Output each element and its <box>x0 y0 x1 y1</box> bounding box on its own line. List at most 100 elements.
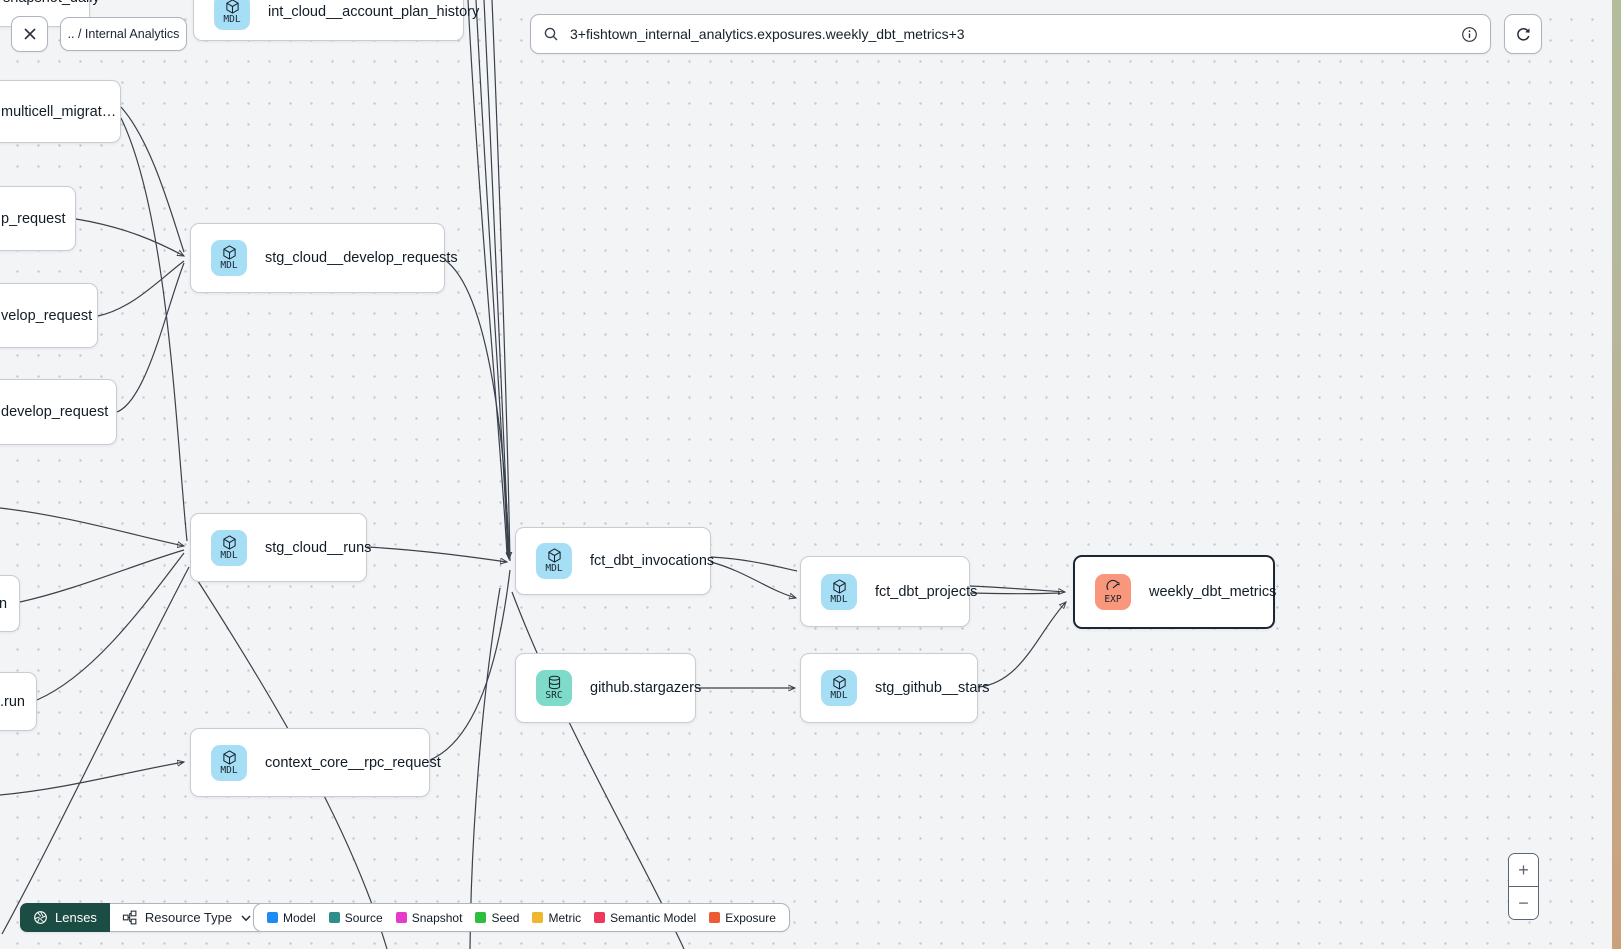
cube-icon <box>832 675 846 690</box>
zoom-divider <box>1509 886 1538 887</box>
lens-toolbar: Lenses Resource Type <box>20 903 266 932</box>
model-badge: MDL <box>211 240 247 276</box>
node-label: multicell_migrat… <box>1 103 117 120</box>
badge-label: MDL <box>830 593 848 605</box>
refresh-button[interactable] <box>1504 14 1542 54</box>
chevron-down-icon <box>241 915 251 921</box>
legend-item-exposure: Exposure <box>709 911 776 925</box>
legend-swatch <box>594 912 606 923</box>
legend-swatch <box>475 912 487 923</box>
resource-type-label: Resource Type <box>144 910 233 925</box>
exposure-badge: EXP <box>1095 574 1131 610</box>
node-label: github.stargazers <box>590 680 702 696</box>
model-badge: MDL <box>536 543 572 579</box>
screen-edge-strip <box>1612 0 1621 949</box>
legend-swatch <box>328 912 340 923</box>
cube-icon <box>225 0 239 14</box>
node-stg-cloud-develop-requests[interactable]: MDL stg_cloud__develop_requests <box>190 223 458 293</box>
node-p-request[interactable]: p_request <box>0 186 76 251</box>
legend-item-snapshot: Snapshot <box>395 910 463 925</box>
legend-swatch <box>395 912 407 923</box>
badge-label: MDL <box>545 563 563 574</box>
refresh-icon <box>1516 27 1530 41</box>
hierarchy-icon <box>122 910 137 925</box>
node-multicell-migrat[interactable]: multicell_migrat… <box>0 80 121 143</box>
node-left-n[interactable]: n <box>0 575 20 632</box>
lens-aperture-icon <box>34 911 47 924</box>
model-badge: MDL <box>211 744 247 781</box>
cube-icon <box>832 578 846 594</box>
zoom-controls: + − <box>1508 853 1539 920</box>
node-label: n <box>0 595 8 612</box>
node-label: stg_cloud__runs <box>265 539 372 556</box>
legend-item-model: Model <box>267 911 316 925</box>
info-icon[interactable] <box>1461 26 1478 43</box>
node-label: fct_dbt_invocations <box>590 553 715 569</box>
cube-icon <box>547 548 561 563</box>
minus-icon: − <box>1518 892 1529 913</box>
legend-swatch <box>532 912 544 923</box>
legend-item-source: Source <box>328 910 383 925</box>
node-velop-request[interactable]: velop_request <box>0 283 98 348</box>
legend-swatch <box>709 912 721 923</box>
node-int-cloud-account-plan-history[interactable]: MDL int_cloud__account_plan_history <box>193 0 479 41</box>
model-badge: MDL <box>821 573 857 610</box>
resource-type-legend: Model Source Snapshot Seed Metric Semant… <box>253 903 790 932</box>
plus-icon: + <box>1518 859 1529 880</box>
node-develop-request[interactable]: develop_request <box>0 379 117 445</box>
legend-item-seed: Seed <box>475 911 519 925</box>
legend-item-semantic-model: Semantic Model <box>594 911 696 925</box>
legend-label: Exposure <box>725 910 776 925</box>
model-badge: MDL <box>211 529 247 566</box>
source-badge: SRC <box>536 670 572 706</box>
badge-label: MDL <box>220 549 238 561</box>
node-stg-github-stars[interactable]: MDL stg_github__stars <box>800 653 989 723</box>
close-icon <box>23 28 36 40</box>
node-left-run[interactable]: .run <box>0 672 37 731</box>
node-label: p_request <box>1 210 66 227</box>
node-label: weekly_dbt_metrics <box>1149 584 1277 600</box>
resource-type-dropdown[interactable]: Resource Type <box>109 903 266 932</box>
cube-icon <box>222 245 236 260</box>
legend-label: Model <box>283 910 316 925</box>
node-label: velop_request <box>1 307 93 324</box>
node-label: .run <box>0 693 25 710</box>
legend-item-metric: Metric <box>532 911 581 925</box>
database-icon <box>548 675 560 690</box>
lenses-button[interactable]: Lenses <box>20 903 110 932</box>
zoom-in-button[interactable]: + <box>1509 854 1538 886</box>
legend-label: Metric <box>548 910 582 925</box>
node-label: stg_cloud__develop_requests <box>265 250 458 266</box>
gauge-icon <box>1105 579 1120 591</box>
legend-swatch <box>267 912 278 923</box>
cube-icon <box>222 749 236 765</box>
search-icon <box>544 27 558 41</box>
legend-label: Source <box>344 910 383 925</box>
node-github-stargazers[interactable]: SRC github.stargazers <box>515 653 701 723</box>
node-fct-dbt-projects[interactable]: MDL fct_dbt_projects <box>800 556 977 627</box>
close-button[interactable] <box>11 16 48 52</box>
search-bar <box>530 14 1491 54</box>
badge-label: MDL <box>223 13 241 25</box>
node-stg-cloud-runs[interactable]: MDL stg_cloud__runs <box>190 513 371 582</box>
badge-label: MDL <box>220 260 238 271</box>
search-input[interactable] <box>568 25 1461 43</box>
node-label: int_cloud__account_plan_history <box>268 3 480 20</box>
badge-label: EXP <box>1104 594 1122 605</box>
cube-icon <box>222 534 236 550</box>
legend-label: Semantic Model <box>610 910 697 925</box>
model-badge: MDL <box>821 670 857 706</box>
node-context-core-rpc-request[interactable]: MDL context_core__rpc_request <box>190 728 441 797</box>
badge-label: SRC <box>545 690 563 701</box>
node-label: context_core__rpc_request <box>265 754 441 771</box>
node-label: snapshot_daily <box>3 0 100 6</box>
lenses-label: Lenses <box>55 910 97 925</box>
node-weekly-dbt-metrics[interactable]: EXP weekly_dbt_metrics <box>1073 555 1277 629</box>
breadcrumb-label: .. / Internal Analytics <box>67 27 180 41</box>
node-fct-dbt-invocations[interactable]: MDL fct_dbt_invocations <box>515 527 715 595</box>
node-label: stg_github__stars <box>875 680 990 696</box>
breadcrumb[interactable]: .. / Internal Analytics <box>60 17 187 51</box>
zoom-out-button[interactable]: − <box>1509 887 1538 919</box>
legend-label: Snapshot <box>411 910 463 925</box>
